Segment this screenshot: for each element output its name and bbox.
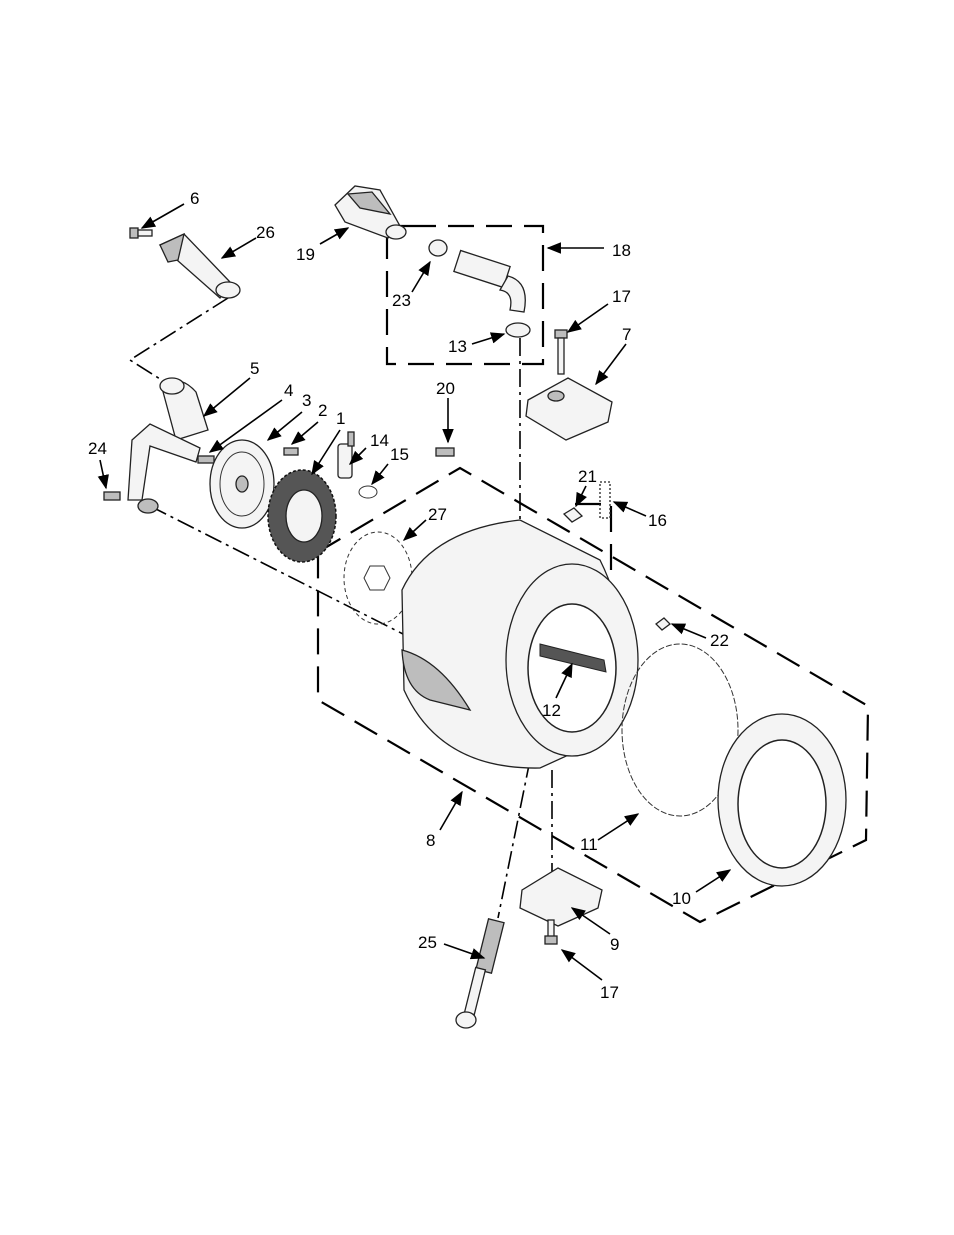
callout-26: 26: [256, 223, 275, 242]
callout-27: 27: [428, 505, 447, 524]
rotor-icon: [210, 440, 274, 528]
callout-4: 4: [284, 381, 293, 400]
callout-17-top: 17: [612, 287, 631, 306]
arrow-9: [572, 908, 610, 934]
callout-15: 15: [390, 445, 409, 464]
spring-clip-icon: [564, 508, 582, 522]
arrow-17-bottom: [562, 950, 602, 980]
alignment-line-hose: [130, 298, 228, 384]
callout-1: 1: [336, 409, 345, 428]
arrow-27: [404, 520, 426, 540]
fill-hose-icon: [429, 240, 525, 312]
arrow-16: [614, 502, 646, 516]
arrow-13: [472, 334, 504, 344]
callout-19: 19: [296, 245, 315, 264]
small-screw-icon: [436, 448, 454, 456]
arrow-25: [444, 944, 484, 958]
arrow-24: [100, 460, 106, 488]
callout-6: 6: [190, 189, 199, 208]
arrow-11: [598, 814, 638, 840]
callout-22: 22: [710, 631, 729, 650]
spring-icon: [600, 482, 610, 518]
arrow-1: [312, 430, 340, 474]
callout-11: 11: [580, 835, 598, 854]
callout-5: 5: [250, 359, 259, 378]
callout-23: 23: [392, 291, 411, 310]
callout-12: 12: [542, 701, 561, 720]
callout-17-bottom: 17: [600, 983, 619, 1002]
callout-24: 24: [88, 439, 107, 458]
arrow-6: [142, 204, 184, 228]
sensor-icon: [338, 432, 354, 478]
callout-10: 10: [672, 889, 691, 908]
callout-16: 16: [648, 511, 667, 530]
arrow-26: [222, 238, 256, 258]
callout-3: 3: [302, 391, 311, 410]
bottom-counterweight-icon: [520, 868, 602, 926]
arrow-8: [440, 792, 462, 830]
inlet-funnel-icon: [335, 186, 406, 239]
rotor-bolt-icon: [198, 456, 214, 463]
callout-2: 2: [318, 401, 327, 420]
callout-7: 7: [622, 325, 631, 344]
screw-icon: [130, 228, 152, 238]
bolt-icon: [555, 330, 567, 374]
arrow-22: [672, 624, 706, 638]
callout-20: 20: [436, 379, 455, 398]
top-counterweight-icon: [526, 378, 612, 440]
callout-14: 14: [370, 431, 389, 450]
tub-front-icon: [718, 714, 846, 886]
arrow-7: [596, 344, 626, 384]
arrow-2: [292, 422, 318, 444]
stator-bolt-icon: [284, 448, 298, 455]
callout-13: 13: [448, 337, 467, 356]
callout-8: 8: [426, 831, 435, 850]
arrow-23: [412, 262, 430, 292]
hose-clamp-icon: [506, 323, 530, 337]
clip-icon: [359, 486, 377, 498]
bellows-icon: [160, 234, 240, 298]
callout-18: 18: [612, 241, 631, 260]
shock-absorber-icon: [456, 919, 504, 1028]
arrow-17-top: [568, 304, 608, 332]
callout-21: 21: [578, 467, 597, 486]
tub-clip-icon: [656, 618, 670, 630]
drain-elbow-icon: [160, 378, 208, 440]
arrow-10: [696, 870, 730, 892]
stator-icon: [268, 470, 336, 562]
callout-9: 9: [610, 935, 619, 954]
arrow-15: [372, 464, 388, 484]
arrow-5: [204, 378, 250, 416]
callout-25: 25: [418, 933, 437, 952]
arrow-19: [320, 228, 348, 244]
arrow-3: [268, 412, 302, 440]
